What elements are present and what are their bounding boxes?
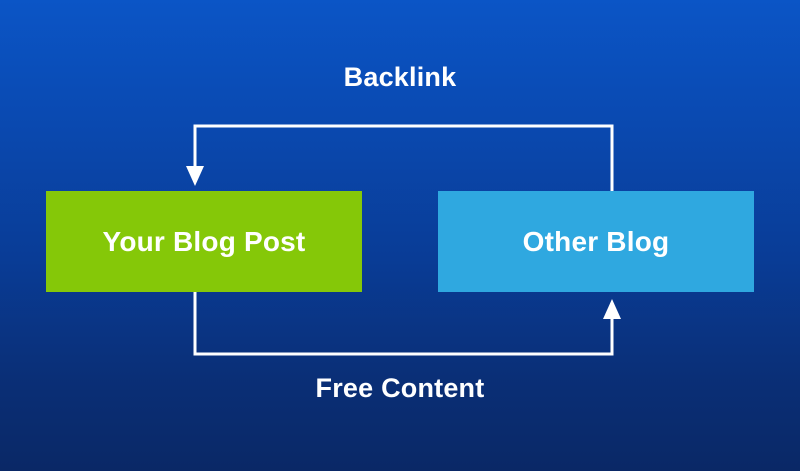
node-other-blog-label: Other Blog xyxy=(522,225,670,257)
node-your-blog-post-label: Your Blog Post xyxy=(102,225,306,257)
edge-free-content-path xyxy=(193,292,621,356)
backlink-arrowhead xyxy=(186,166,204,186)
node-other-blog[interactable]: Other Blog xyxy=(438,191,754,292)
edge-label-free-content: Free Content xyxy=(315,373,485,403)
edge-label-backlink: Backlink xyxy=(343,62,457,92)
node-your-blog-post[interactable]: Your Blog Post xyxy=(46,191,362,292)
edge-backlink-path xyxy=(186,124,614,191)
free-content-arrowhead xyxy=(603,299,621,319)
